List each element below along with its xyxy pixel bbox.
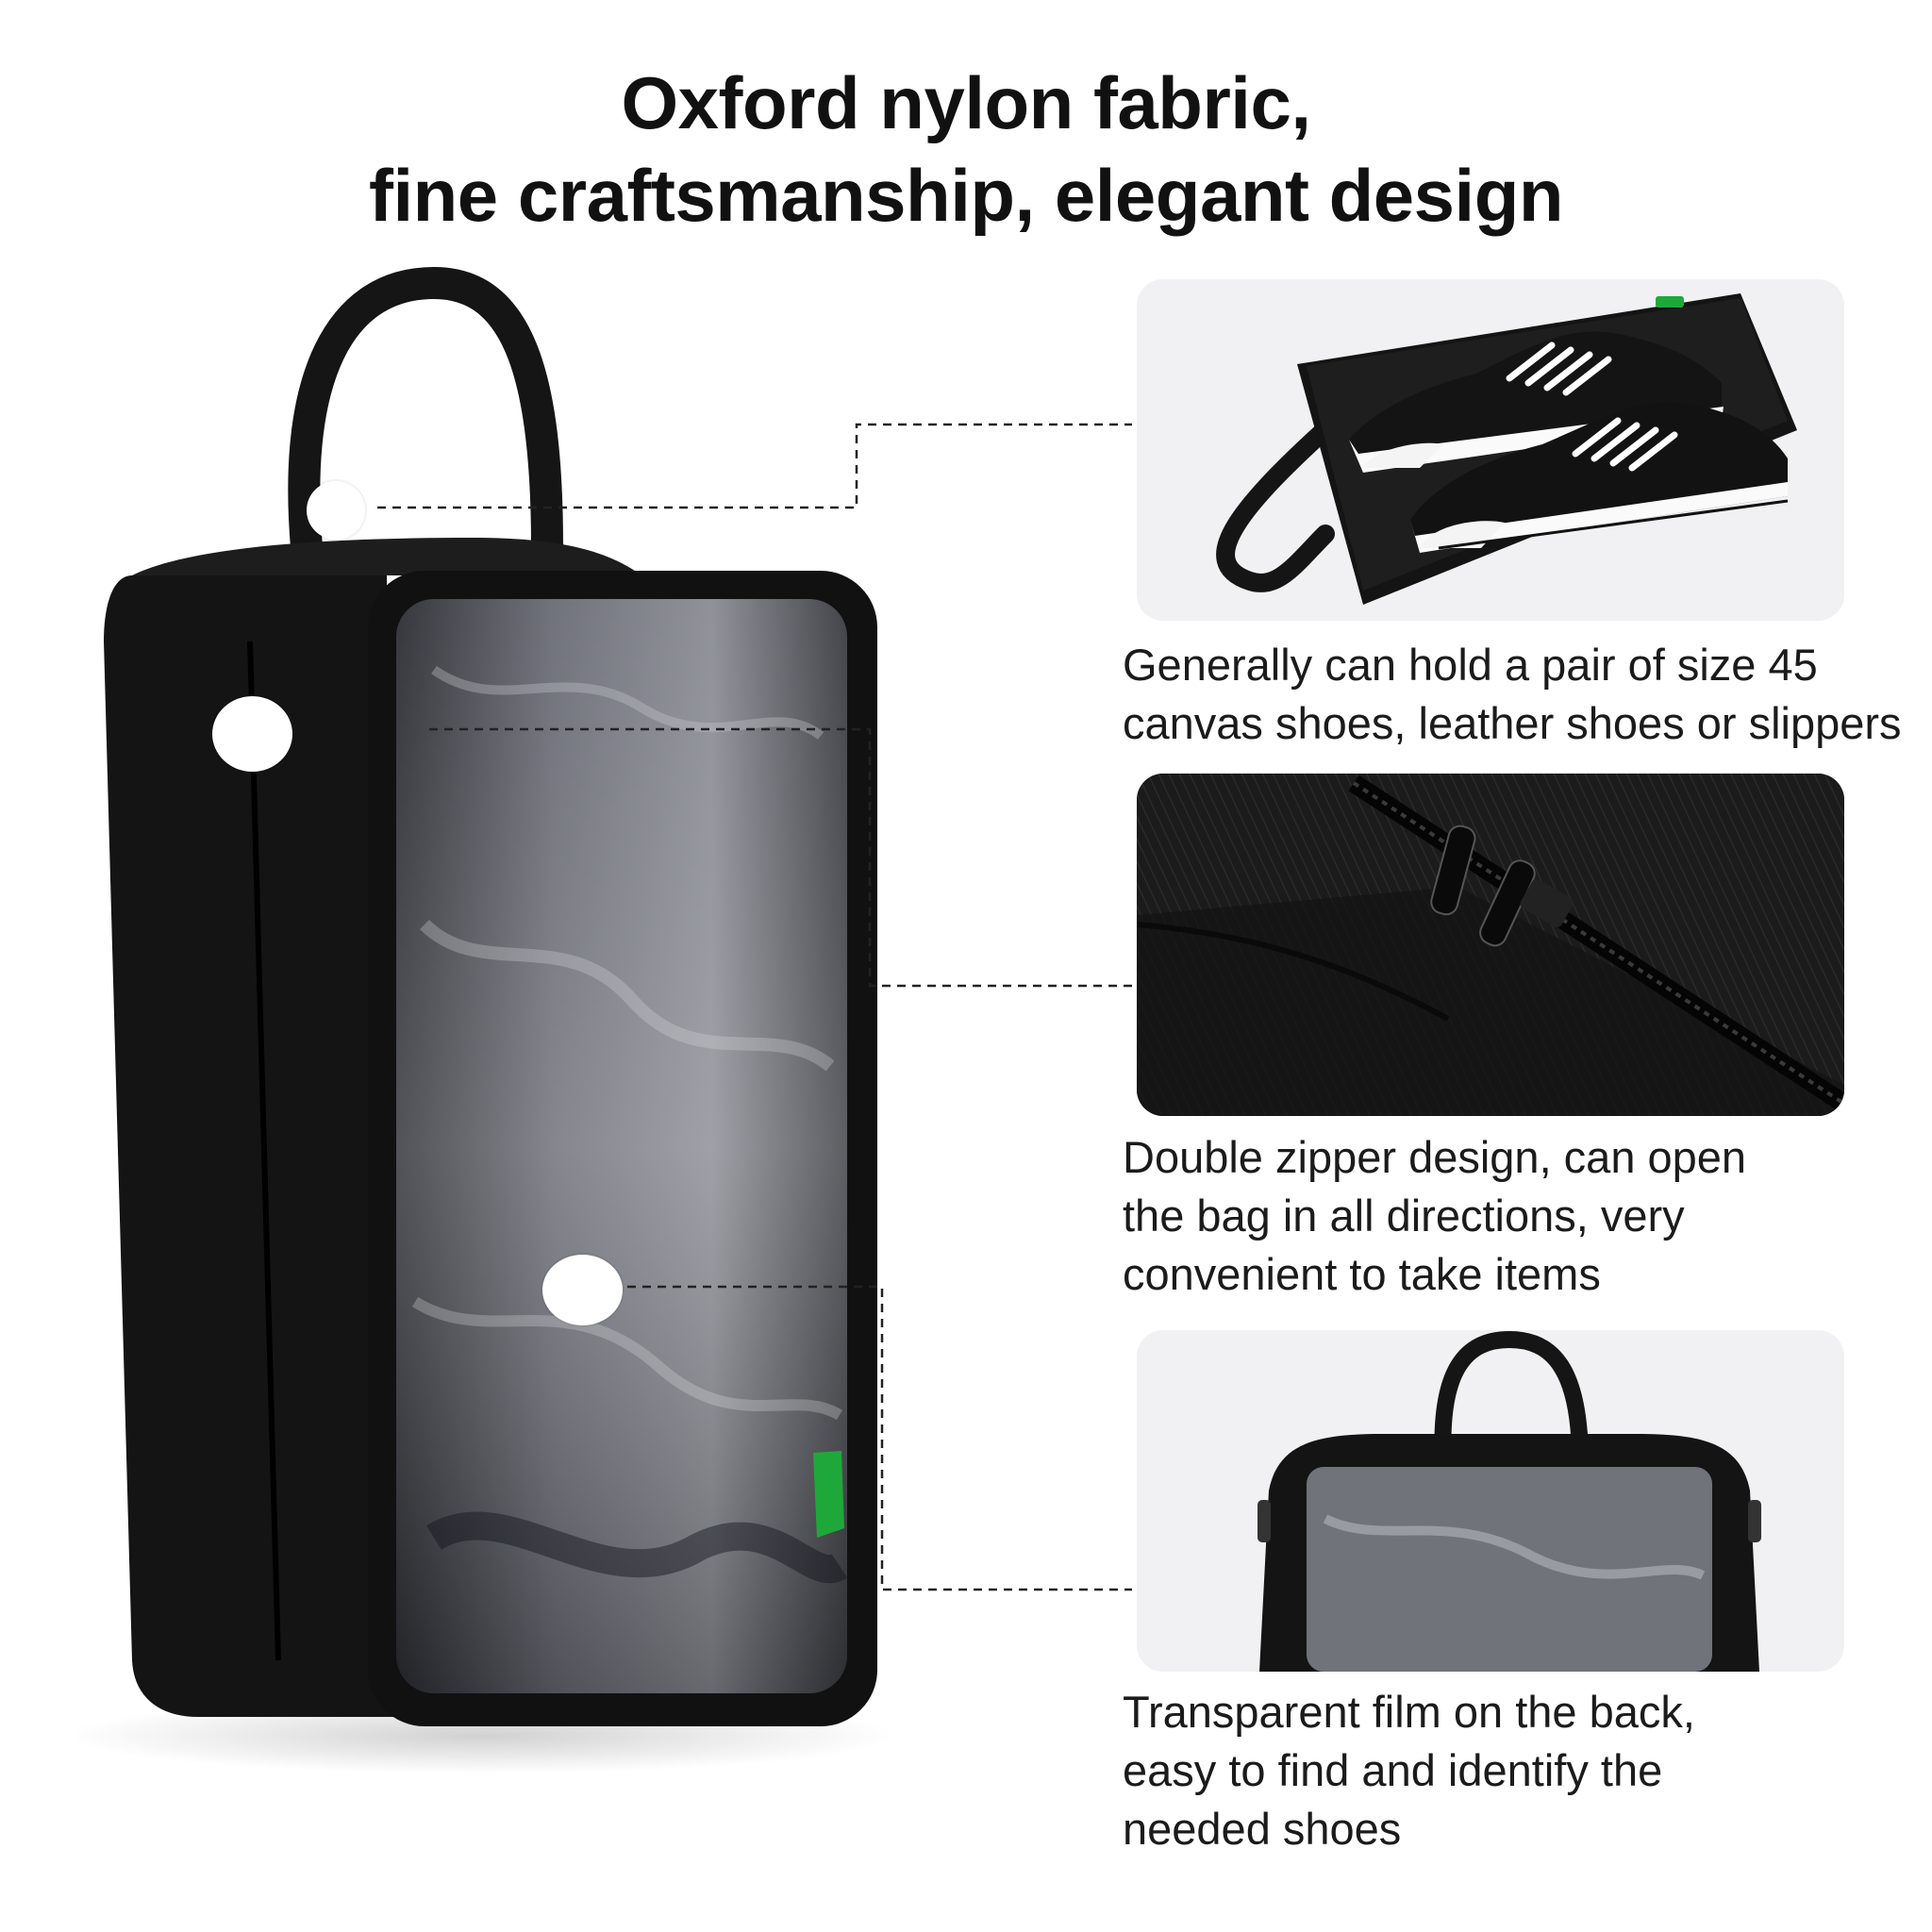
feature-caption-zipper: Double zipper design, can open the bag i… (1123, 1128, 1746, 1304)
headline-line-2: fine craftsmanship, elegant design (369, 154, 1563, 237)
feature-capacity-line-1: Generally can hold a pair of size 45 (1123, 640, 1818, 690)
feature-film-line-3: needed shoes (1123, 1804, 1402, 1854)
feature-zipper-line-3: convenient to take items (1123, 1249, 1601, 1299)
feature-caption-capacity: Generally can hold a pair of size 45 can… (1123, 636, 1902, 753)
green-tab (813, 1451, 844, 1538)
headline: Oxford nylon fabric, fine craftsmanship,… (0, 57, 1932, 242)
double-zipper-icon (1137, 774, 1844, 1116)
transparent-window-bag-icon (1137, 1330, 1844, 1672)
feature-film-line-2: easy to find and identify the (1123, 1745, 1663, 1795)
feature-capacity-line-2: canvas shoes, leather shoes or slippers (1123, 698, 1902, 748)
panel-transparent-film (1137, 1330, 1844, 1672)
panel-zipper-closeup (1137, 774, 1844, 1116)
callout-dot-zipper (212, 696, 292, 772)
panel-open-bag (1137, 279, 1844, 621)
headline-line-1: Oxford nylon fabric, (621, 61, 1311, 144)
main-product-image (75, 264, 924, 1792)
callout-dot-handle (307, 481, 365, 540)
feature-film-line-1: Transparent film on the back, (1123, 1687, 1695, 1737)
feature-zipper-line-1: Double zipper design, can open (1123, 1132, 1747, 1182)
feature-caption-film: Transparent film on the back, easy to fi… (1123, 1683, 1695, 1858)
shoes-in-open-bag-icon (1137, 279, 1844, 621)
callout-dot-film (542, 1255, 623, 1325)
shoe-bag-illustration (75, 266, 896, 1774)
feature-zipper-line-2: the bag in all directions, very (1123, 1191, 1685, 1241)
